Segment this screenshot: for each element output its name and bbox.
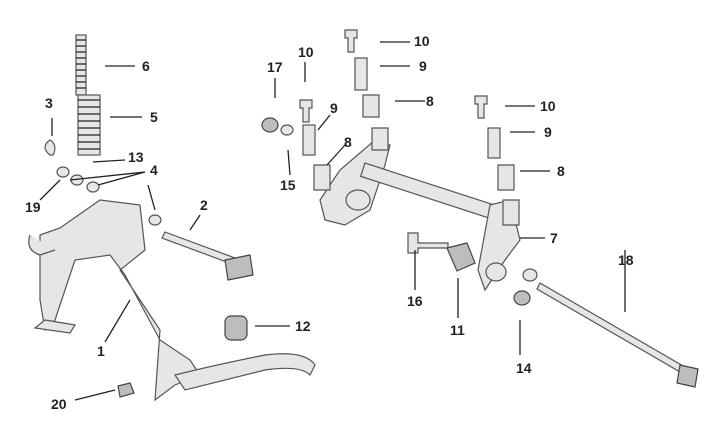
callout-6: 6 xyxy=(142,58,150,74)
bolt-16-bushing-11 xyxy=(407,232,476,272)
callout-3: 3 xyxy=(45,95,53,111)
callout-10c: 10 xyxy=(540,98,556,114)
pins-10 xyxy=(299,29,488,123)
callout-17: 17 xyxy=(267,59,283,75)
callout-19: 19 xyxy=(25,199,41,215)
bushings-8 xyxy=(313,94,520,226)
callout-8c: 8 xyxy=(557,163,565,179)
callout-4: 4 xyxy=(150,162,158,178)
nut-washer-17-15 xyxy=(261,117,294,136)
rubber-bumper xyxy=(224,315,248,341)
stand-bracket xyxy=(319,139,521,292)
callout-13: 13 xyxy=(128,149,144,165)
callout-9c: 9 xyxy=(544,124,552,140)
pin-pedal xyxy=(161,231,254,281)
callout-9a: 9 xyxy=(330,100,338,116)
callout-7: 7 xyxy=(550,230,558,246)
callout-1: 1 xyxy=(97,343,105,359)
center-stand xyxy=(28,199,316,402)
callout-9b: 9 xyxy=(419,58,427,74)
callout-18: 18 xyxy=(618,252,634,268)
spring-large xyxy=(77,94,101,156)
callout-10b: 10 xyxy=(414,33,430,49)
long-bolt-18 xyxy=(513,268,699,388)
callout-20: 20 xyxy=(51,396,67,412)
callout-12: 12 xyxy=(295,318,311,334)
washers-left xyxy=(44,139,162,226)
cap-nut-20 xyxy=(117,382,135,398)
callout-14: 14 xyxy=(516,360,532,376)
callout-10a: 10 xyxy=(298,44,314,60)
springs-9 xyxy=(302,57,501,159)
callout-2: 2 xyxy=(200,197,208,213)
callout-8a: 8 xyxy=(344,134,352,150)
callout-5: 5 xyxy=(150,109,158,125)
callout-15: 15 xyxy=(280,177,296,193)
callout-16: 16 xyxy=(407,293,423,309)
spring-small xyxy=(75,34,87,96)
callout-8b: 8 xyxy=(426,93,434,109)
callout-11: 11 xyxy=(450,322,465,338)
